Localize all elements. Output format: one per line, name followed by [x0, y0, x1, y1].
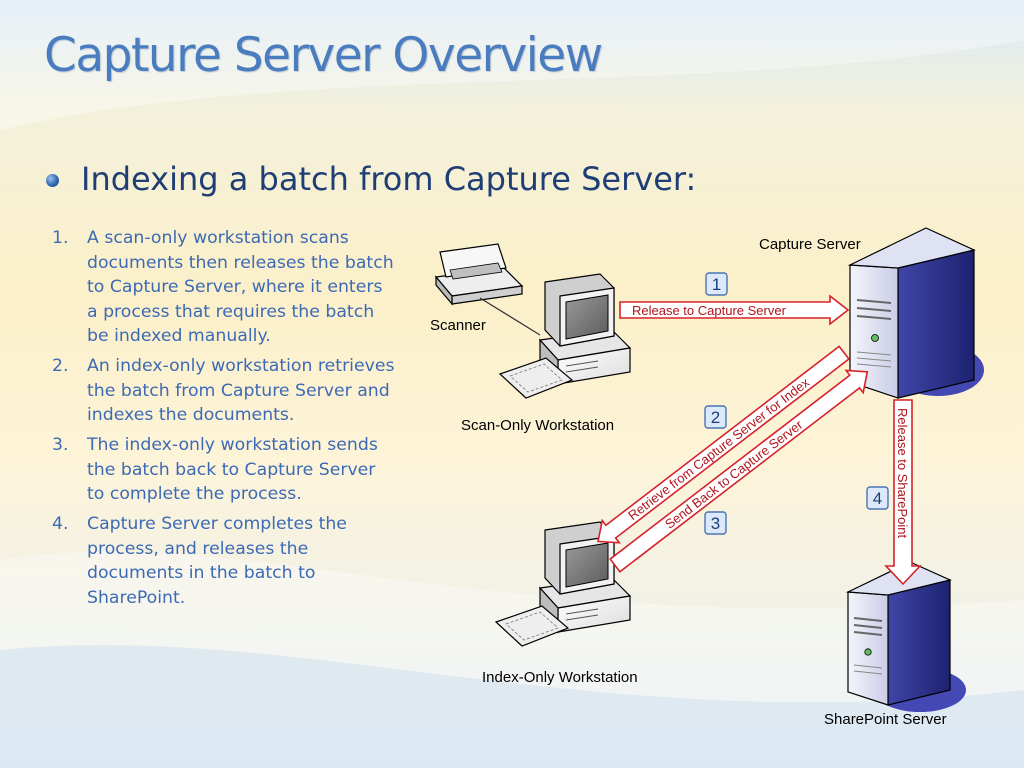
scan-workstation-icon [498, 273, 632, 399]
step-number: 2. [52, 356, 69, 376]
step-text: Capture Server completes the process, an… [87, 514, 347, 608]
step-number: 3. [52, 435, 69, 455]
release-to-sharepoint-label: Release to SharePoint [895, 408, 910, 538]
step-1-badge-text: 1 [712, 275, 721, 294]
scanner-cable [479, 297, 541, 336]
step-text: The index-only workstation sends the bat… [87, 435, 378, 504]
step-item: 2. An index-only workstation retrieves th… [52, 354, 397, 428]
steps-list: 1. A scan-only workstation scans document… [52, 226, 397, 616]
release-to-capture-label: Release to Capture Server [632, 303, 787, 318]
index-workstation-icon [494, 521, 632, 647]
step-item: 1. A scan-only workstation scans document… [52, 226, 397, 349]
scanner-label: Scanner [430, 317, 486, 334]
scan-workstation-label: Scan-Only Workstation [461, 417, 614, 434]
step-3-badge: 3 [704, 511, 727, 535]
step-number: 1. [52, 228, 69, 248]
send-back-arrow: Send Back to Capture Server [609, 369, 869, 573]
capture-server-label: Capture Server [759, 236, 861, 253]
index-workstation-label: Index-Only Workstation [482, 669, 638, 686]
step-text: A scan-only workstation scans documents … [87, 228, 394, 346]
scanner-icon [434, 243, 524, 306]
sharepoint-server-icon [845, 561, 952, 706]
capture-server-icon [847, 227, 976, 399]
step-3-badge-text: 3 [711, 514, 720, 533]
slide-title: Capture Server Overview [44, 28, 603, 83]
step-4-badge: 4 [866, 486, 889, 510]
step-number: 4. [52, 514, 69, 534]
step-2-badge-text: 2 [711, 408, 720, 427]
release-to-capture-arrow: Release to Capture Server [619, 294, 850, 326]
step-1-badge: 1 [705, 272, 728, 296]
step-text: An index-only workstation retrieves the … [87, 356, 395, 425]
step-4-badge-text: 4 [873, 489, 882, 508]
retrieve-for-index-label: Retrieve from Capture Server for Index [625, 374, 812, 523]
bullet-icon [46, 174, 59, 187]
step-item: 4. Capture Server completes the process, … [52, 512, 397, 610]
sharepoint-server-label: SharePoint Server [824, 711, 947, 728]
step-item: 3. The index-only workstation sends the b… [52, 433, 397, 507]
step-2-badge: 2 [704, 405, 727, 429]
bullet-text: Indexing a batch from Capture Server: [81, 160, 697, 198]
release-to-sharepoint-arrow: Release to SharePoint [884, 399, 922, 586]
